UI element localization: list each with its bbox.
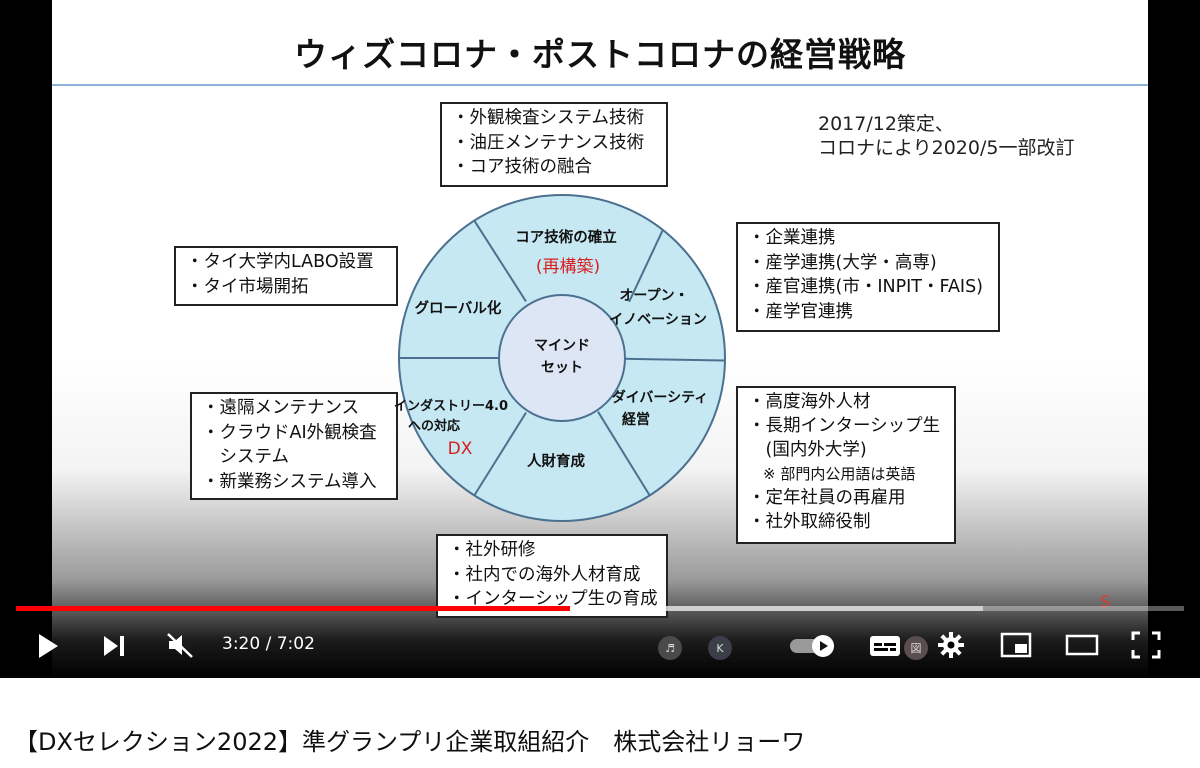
box-line: ・産学官連携 [748, 301, 853, 322]
box-global: ・タイ大学内LABO設置 ・タイ市場開拓 [174, 246, 398, 306]
next-button[interactable] [96, 630, 132, 662]
box-line: ・社外取締役制 [748, 512, 871, 532]
fullscreen-icon [1131, 631, 1161, 659]
box-line: ・外観検査システム技術 [452, 108, 644, 128]
box-line: ・タイ市場開拓 [186, 276, 309, 297]
box-line: ・クラウドAI外観検査 [202, 422, 377, 443]
strategy-wheel: マインド セット コア技術の確立 (再構築) オープン・ イノベーション ダイバ… [394, 194, 726, 522]
miniplayer-icon [1000, 632, 1032, 658]
box-line: ・インターシップ生の育成 [448, 589, 658, 609]
overlay-avatar: 図 [904, 636, 928, 660]
segment-open-innovation: イノベーション [609, 312, 707, 328]
center-label: マインド [534, 338, 590, 354]
wheel-center [498, 294, 626, 422]
revision-note: 2017/12策定、 コロナにより2020/5一部改訂 [818, 112, 1074, 160]
box-line: ・社内での海外人材育成 [448, 564, 641, 585]
segment-industry: インダストリー4.0 [394, 398, 508, 414]
box-line: ・長期インターシップ生 [748, 416, 941, 436]
autoplay-toggle[interactable] [786, 632, 840, 660]
box-line: ・企業連携 [748, 228, 836, 248]
box-line: ・油圧メンテナンス技術 [452, 132, 645, 153]
theater-icon [1065, 634, 1099, 656]
segment-global: グローバル化 [415, 299, 502, 317]
box-line: ・社外研修 [448, 540, 536, 560]
settings-button[interactable] [932, 628, 970, 662]
box-line: ※ 部門内公用語は英語 [748, 465, 916, 483]
overlay-avatar: ♬ [658, 636, 682, 660]
theater-button[interactable] [1062, 628, 1102, 662]
progress-bar[interactable] [16, 606, 1184, 611]
time-display: 3:20 / 7:02 [222, 634, 315, 654]
segment-diversity: ダイバーシティ [612, 389, 709, 406]
video-title: 【DXセレクション2022】準グランプリ企業取組紹介 株式会社リョーワ [14, 728, 806, 756]
box-line: システム [202, 447, 289, 467]
box-core-tech: ・外観検査システム技術 ・油圧メンテナンス技術 ・コア技術の融合 [440, 102, 668, 187]
box-line: ・産学連携(大学・高専) [748, 252, 937, 273]
revision-note-line: 2017/12策定、 [818, 113, 954, 135]
box-line: ・コア技術の融合 [452, 157, 592, 177]
progress-played [16, 606, 570, 611]
play-icon [39, 634, 58, 658]
box-line: (国内外大学) [748, 440, 867, 460]
slide-frame: ウィズコロナ・ポストコロナの経営戦略 2017/12策定、 コロナにより2020… [52, 0, 1148, 678]
segment-core-tech: コア技術の確立 [515, 228, 617, 246]
segment-diversity: 経営 [622, 411, 650, 428]
slide-title: ウィズコロナ・ポストコロナの経営戦略 [294, 35, 906, 74]
next-icon [104, 636, 124, 656]
center-label: セット [541, 360, 583, 376]
segment-industry-sub: DX [448, 439, 473, 459]
box-line: ・遠隔メンテナンス [202, 398, 360, 418]
subtitles-icon [870, 636, 900, 656]
mute-icon [167, 633, 193, 658]
box-line: ・定年社員の再雇用 [748, 488, 906, 508]
box-diversity: ・高度海外人材 ・長期インターシップ生 (国内外大学) ※ 部門内公用語は英語 … [736, 386, 956, 544]
segment-hr: 人財育成 [527, 452, 585, 470]
box-line: ・産官連携(市・INPIT・FAIS) [748, 277, 984, 297]
title-divider [52, 84, 1148, 86]
box-hr: ・社外研修 ・社内での海外人材育成 ・インターシップ生の育成 [436, 534, 668, 618]
segment-industry: への対応 [408, 418, 460, 434]
box-open-innovation: ・企業連携 ・産学連携(大学・高専) ・産官連携(市・INPIT・FAIS) ・… [736, 222, 1000, 332]
corner-mark: S [1100, 592, 1111, 611]
segment-core-tech-sub: (再構築) [536, 257, 600, 277]
autoplay-toggle-icon [790, 635, 834, 657]
video-player[interactable]: ウィズコロナ・ポストコロナの経営戦略 2017/12策定、 コロナにより2020… [0, 0, 1200, 678]
box-industry: ・遠隔メンテナンス ・クラウドAI外観検査 システム ・新業務システム導入 [190, 392, 398, 500]
miniplayer-button[interactable] [996, 628, 1036, 662]
wheel-spokes [399, 220, 726, 496]
subtitles-button[interactable] [866, 630, 904, 662]
segment-open-innovation: オープン・ [619, 288, 688, 304]
overlay-avatar: K [708, 636, 732, 660]
revision-note-line: コロナにより2020/5一部改訂 [818, 137, 1075, 159]
settings-icon [938, 632, 964, 658]
mute-button[interactable] [160, 628, 200, 662]
box-line: ・新業務システム導入 [202, 471, 377, 492]
box-line: ・タイ大学内LABO設置 [186, 252, 374, 272]
fullscreen-button[interactable] [1126, 628, 1166, 662]
box-line: ・高度海外人材 [748, 392, 871, 412]
play-button[interactable] [30, 630, 66, 662]
